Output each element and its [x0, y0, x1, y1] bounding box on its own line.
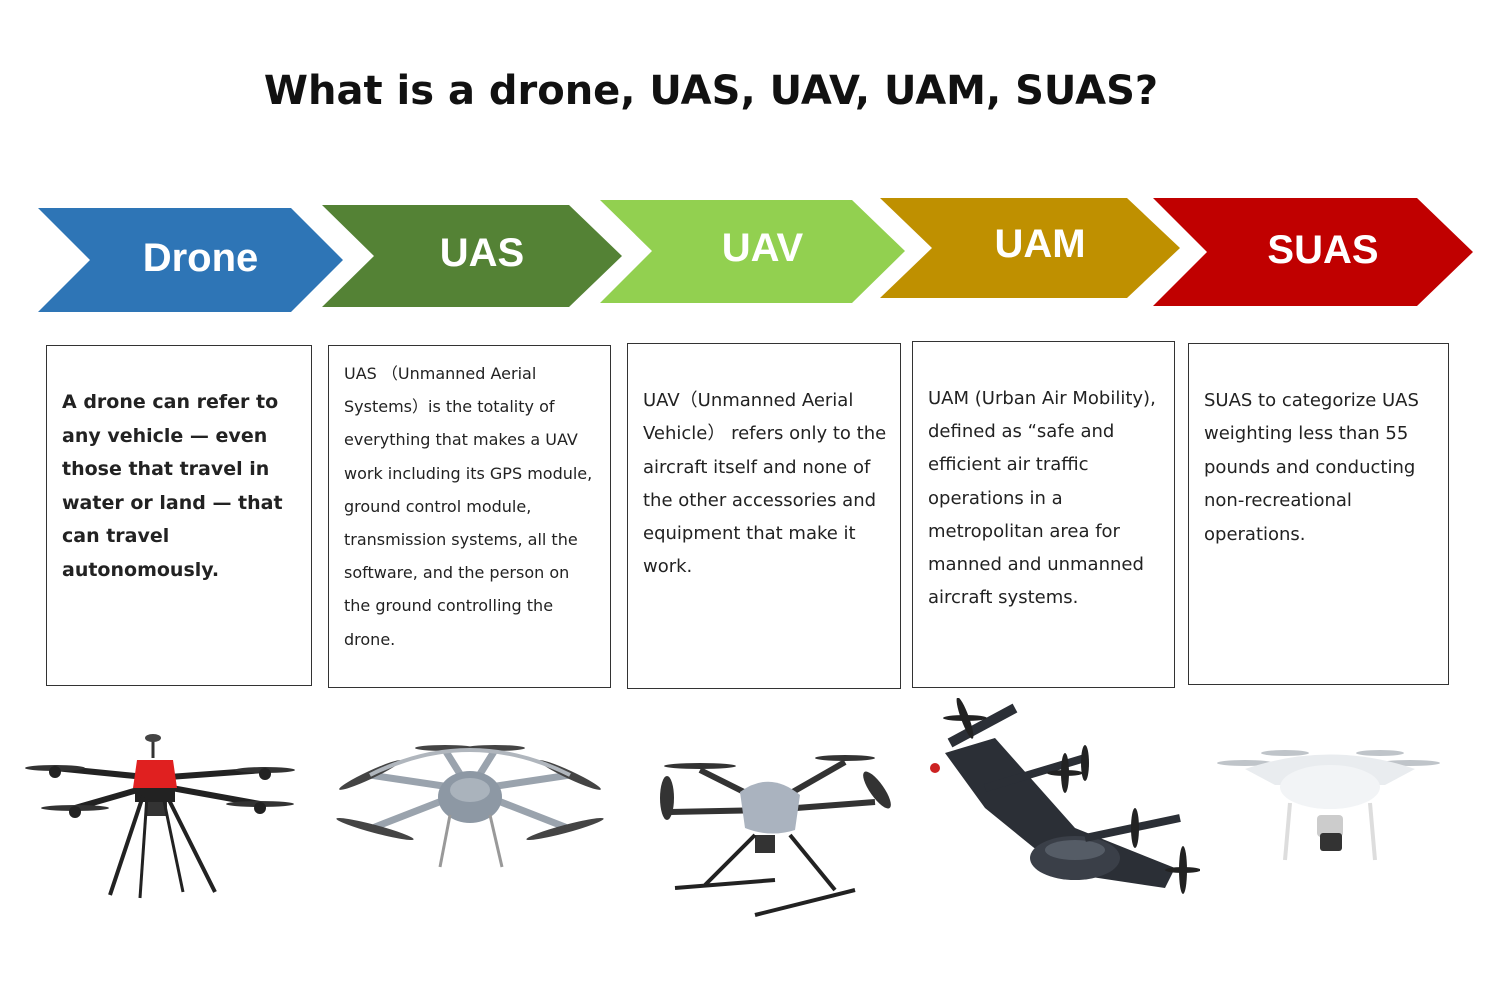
uav-arrow-label: UAV [721, 226, 804, 270]
uas-arrow-shape [322, 205, 622, 307]
drone-arrow: Drone [38, 208, 343, 312]
suas-definition-box: SUAS to categorize UAS weighting less th… [1188, 343, 1449, 685]
suas-definition-text: SUAS to categorize UAS weighting less th… [1204, 390, 1419, 545]
uav-arrow-shape [600, 200, 905, 303]
uas-arrow: UAS [322, 205, 622, 307]
suas-arrow-shape [1153, 198, 1473, 306]
suas-arrow: SUAS [1153, 198, 1473, 306]
uas-definition-box: UAS （Unmanned Aerial Systems）is the tota… [328, 345, 611, 688]
page-title: What is a drone, UAS, UAV, UAM, SUAS? [263, 68, 1159, 114]
suas-arrow-label: SUAS [1267, 228, 1379, 272]
drone-arrow-label: Drone [142, 236, 259, 280]
uam-arrow-shape [880, 198, 1180, 298]
uas-arrow-label: UAS [439, 231, 525, 275]
drone-definition-box: A drone can refer to any vehicle — even … [46, 345, 312, 686]
uam-arrow: UAM [880, 198, 1180, 298]
drone-quadcopter-grey-illustration [660, 755, 891, 917]
drone-phantom-white-illustration [1217, 750, 1440, 861]
uam-definition-box: UAM (Urban Air Mobility), defined as “sa… [912, 341, 1175, 688]
uav-arrow: UAV [600, 200, 905, 303]
drone-hexacopter-grey-illustration [336, 745, 604, 868]
drone-evtol-uam-illustration [930, 698, 1200, 894]
uas-definition-text: UAS （Unmanned Aerial Systems）is the tota… [344, 364, 593, 649]
uav-definition-text: UAV（Unmanned Aerial Vehicle） refers only… [643, 390, 887, 578]
drone-definition-text: A drone can refer to any vehicle — even … [62, 391, 283, 581]
uam-arrow-label: UAM [994, 222, 1086, 266]
uav-definition-box: UAV（Unmanned Aerial Vehicle） refers only… [627, 343, 901, 689]
drone-arrow-shape [38, 208, 343, 312]
uam-definition-text: UAM (Urban Air Mobility), defined as “sa… [928, 388, 1156, 609]
drone-quadcopter-red-illustration [25, 734, 295, 899]
